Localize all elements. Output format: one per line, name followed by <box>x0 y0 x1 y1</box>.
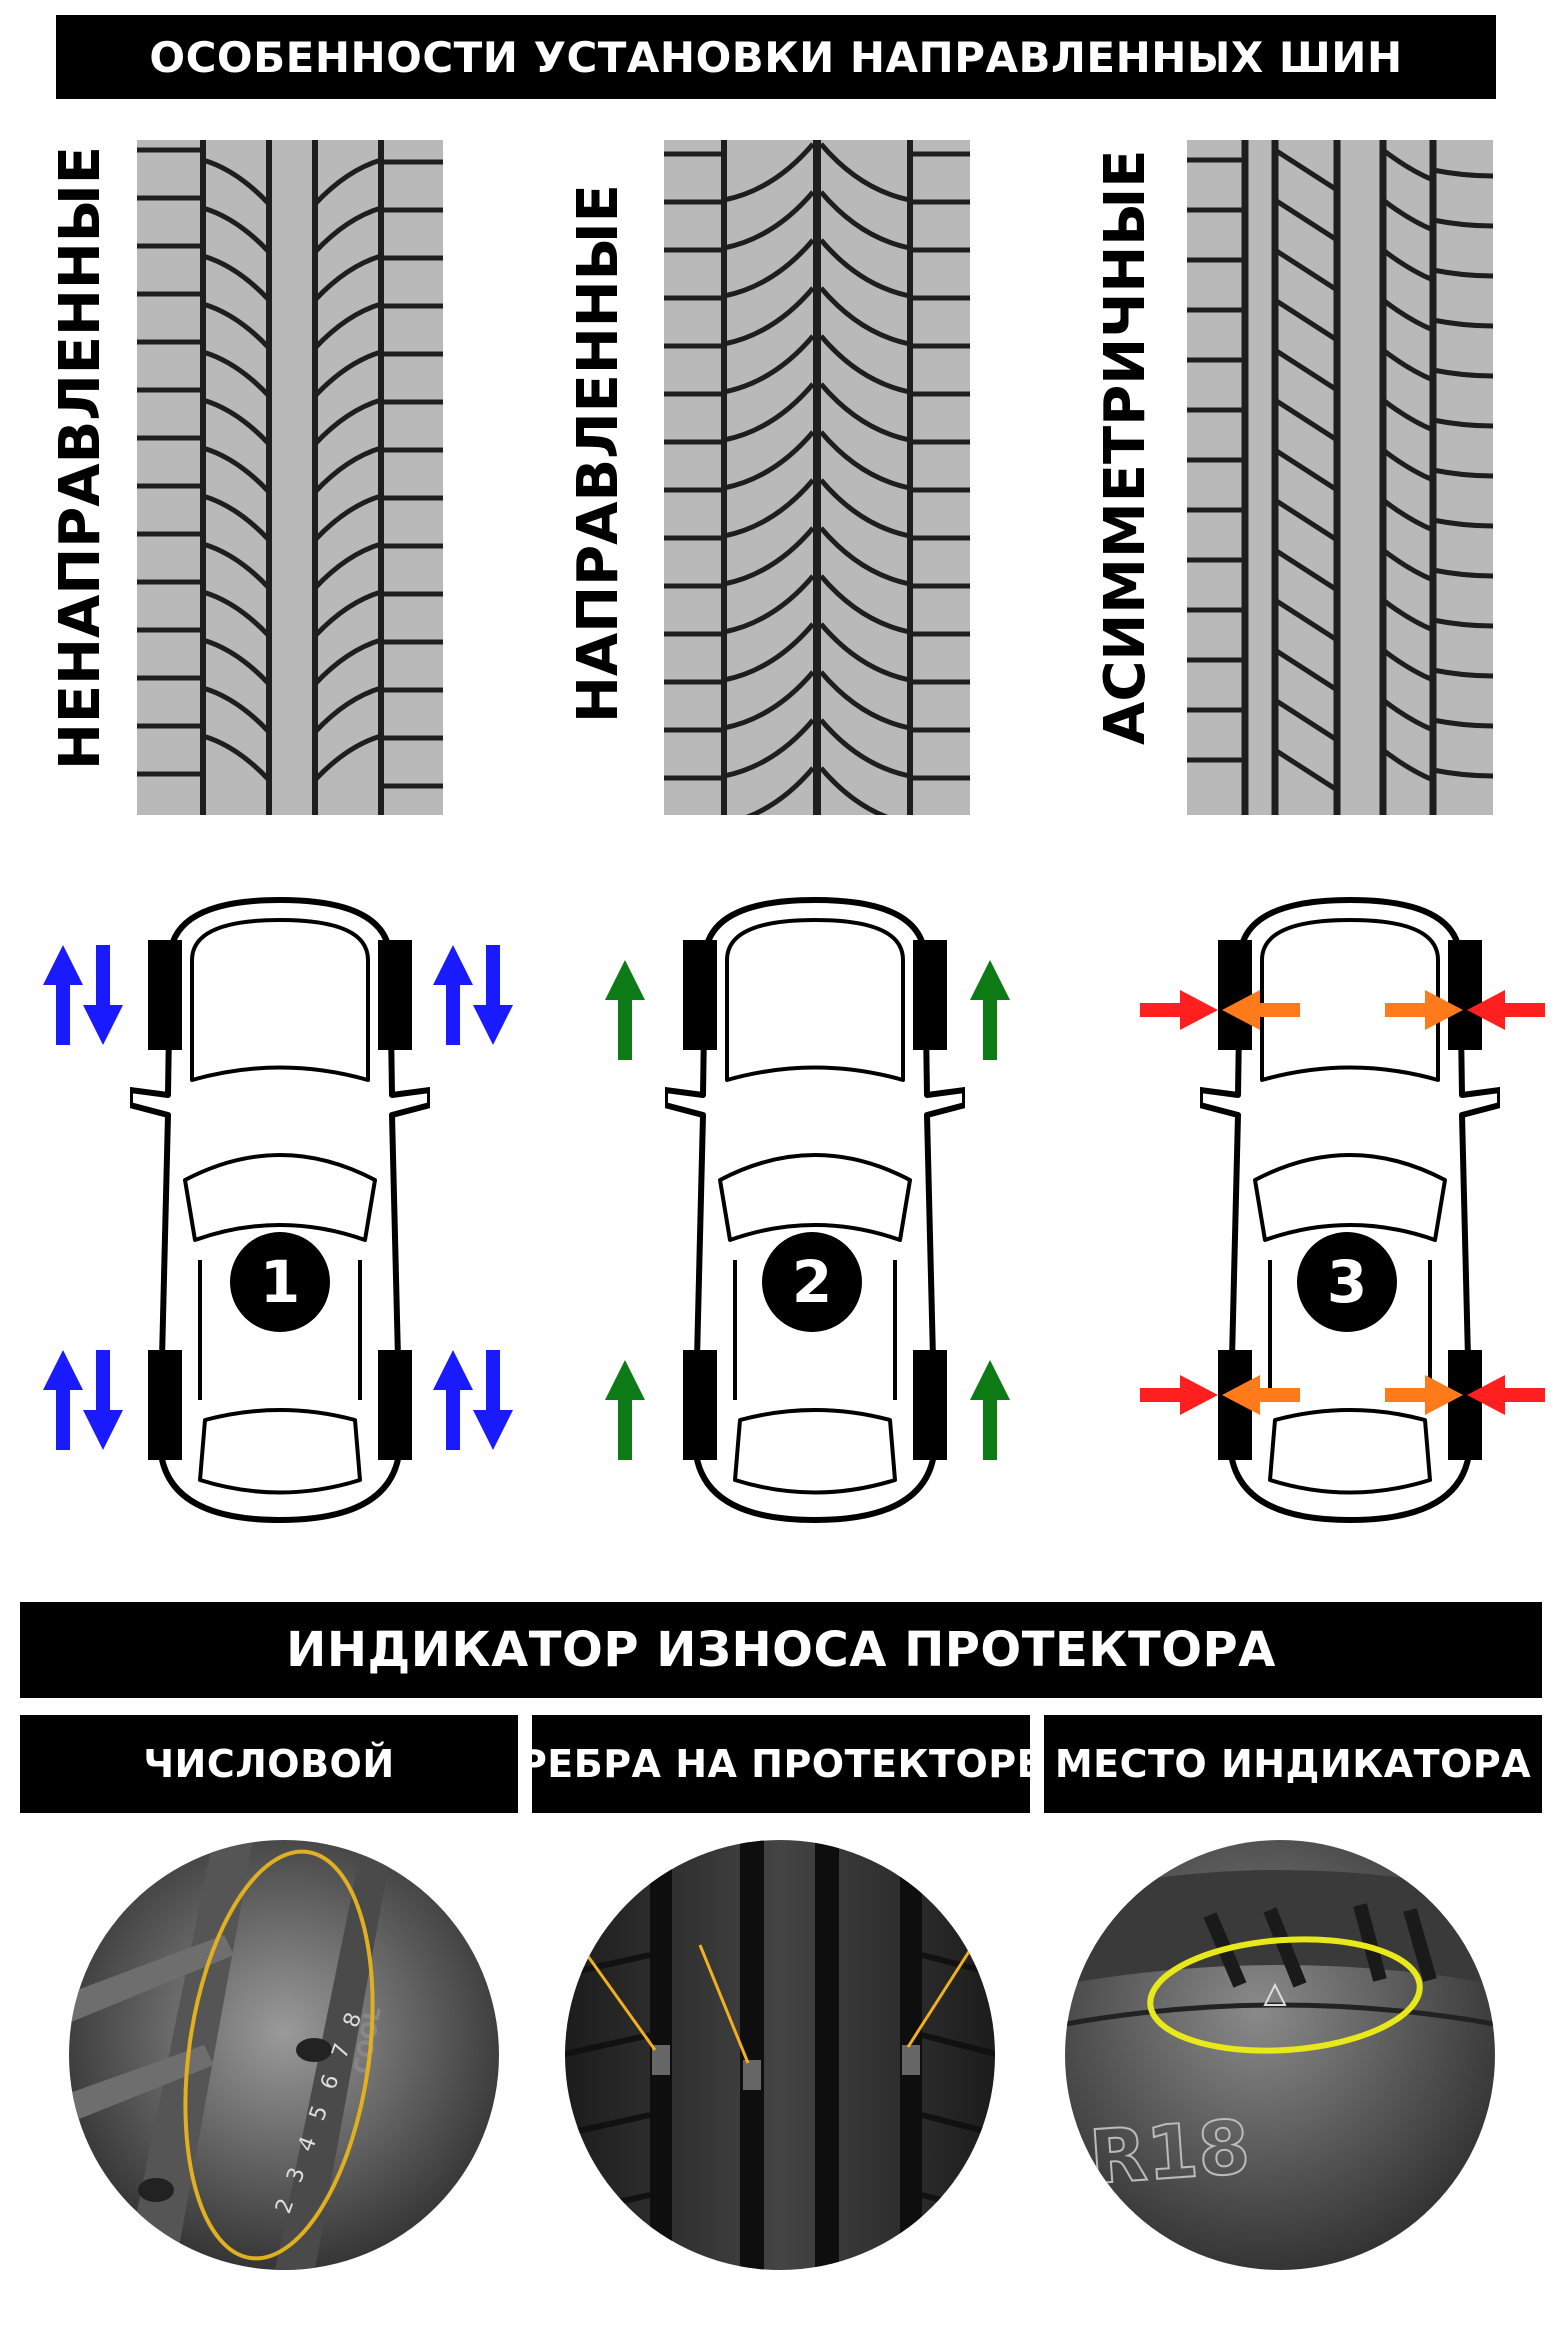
converging-arrows-icon <box>1385 990 1545 1030</box>
converging-arrows-icon <box>1140 990 1300 1030</box>
car-diagram-1 <box>130 897 430 1523</box>
up-down-arrow-icon <box>43 1350 123 1450</box>
scheme-number-2: 2 <box>762 1232 862 1332</box>
label-directional: НАПРАВЛЕННЫЕ <box>566 184 631 723</box>
scheme-number-1: 1 <box>230 1232 330 1332</box>
converging-arrows-icon <box>1140 1375 1300 1415</box>
tread-directional <box>664 140 970 815</box>
size-marking: R18 <box>1087 2104 1253 2201</box>
photo-numeric-indicator: 2 3 4 5 6 7 8 COOL <box>69 1840 499 2270</box>
car-diagram-3 <box>1200 897 1500 1523</box>
up-arrow-icon <box>605 960 645 1060</box>
photo-indicator-location: R18 <box>1065 1840 1495 2270</box>
tread-asymmetric <box>1187 140 1493 815</box>
label-asymmetric: АСИММЕТРИЧНЫЕ <box>1093 149 1158 745</box>
up-arrow-icon <box>970 1360 1010 1460</box>
scheme-number-3: 3 <box>1297 1232 1397 1332</box>
car-diagram-2 <box>665 897 965 1523</box>
indicator-type-numeric: ЧИСЛОВОЙ <box>20 1715 518 1813</box>
up-down-arrow-icon <box>433 1350 513 1450</box>
up-down-arrow-icon <box>433 945 513 1045</box>
wear-indicator-title: ИНДИКАТОР ИЗНОСА ПРОТЕКТОРА <box>20 1602 1542 1698</box>
tread-non-directional <box>137 140 443 815</box>
indicator-type-ribs: РЕБРА НА ПРОТЕКТОРЕ <box>519 1715 1043 1813</box>
page-title: ОСОБЕННОСТИ УСТАНОВКИ НАПРАВЛЕННЫХ ШИН <box>56 15 1496 99</box>
photo-rib-indicator <box>565 1840 995 2270</box>
up-arrow-icon <box>605 1360 645 1460</box>
label-non-directional: НЕНАПРАВЛЕННЫЕ <box>48 145 113 770</box>
up-down-arrow-icon <box>43 945 123 1045</box>
up-arrow-icon <box>970 960 1010 1060</box>
converging-arrows-icon <box>1385 1375 1545 1415</box>
indicator-type-location: МЕСТО ИНДИКАТОРА <box>1044 1715 1542 1813</box>
